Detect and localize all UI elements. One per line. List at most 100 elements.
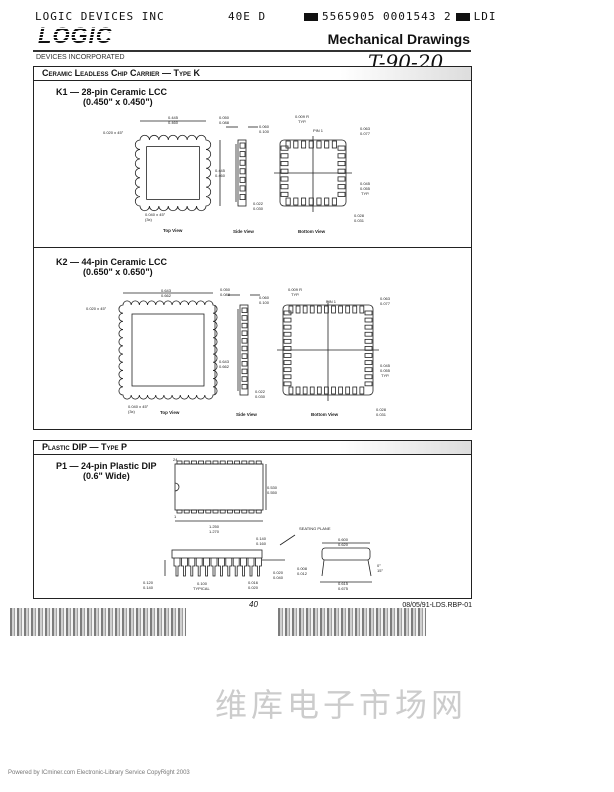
dimension-label: PIN 1 [313,128,324,133]
pad [301,140,307,149]
pin [212,460,219,465]
pin [234,509,241,514]
pad [331,305,336,314]
castellation [241,368,248,375]
watermark: 维库电子市场网 [215,686,468,724]
dimension-label: 0.088 [220,292,231,297]
section-plastic-dip: Plastic DIP — Type P P1 — 24-pin Plastic… [33,440,472,599]
pad [283,381,292,387]
dimension-label: 0.060 [259,295,270,300]
pad [309,386,315,395]
pad [283,331,292,337]
castellation [241,315,248,321]
dimension-label: 0.077 [360,131,371,136]
dimension-label: 0.030 [253,206,264,211]
pad [337,184,346,190]
pad [283,338,292,344]
dip-lead [225,558,233,577]
dimension-label: 0.050 [219,115,230,120]
dip-lead [195,558,203,577]
pad [280,184,289,190]
dip-lead [255,558,262,577]
dimension-label: (3x) [128,409,136,414]
ldi-code: LDI [473,10,497,23]
pad [309,305,315,314]
dimension-label: TYP. [381,373,389,378]
pad [283,353,292,358]
pad [316,305,322,314]
dimension-label: 1.250 [209,524,220,529]
section-title: Ceramic Leadless Chip Carrier — Type K [34,67,471,81]
dimension-label: Bottom View [311,412,339,417]
pad [337,153,346,159]
dimension-label: 0.445 [168,115,179,120]
pin [183,509,190,514]
scan-smear [278,608,426,636]
dimension-label: 0.550 [267,490,278,495]
pad [337,176,346,182]
pad [364,338,373,344]
pad [295,386,301,395]
dimension-label: 0.055 [360,186,371,191]
lcc-top-outline [134,134,212,212]
pin [241,460,248,465]
dimension-label: 0.031 [354,218,365,223]
castellation [241,353,248,359]
powered-by-footer: Powered by ICminer.com Electronic-Librar… [8,770,190,776]
dimension-label: 0.060 [259,124,270,129]
pad [280,153,289,159]
castellation [239,168,246,175]
pad [364,367,373,373]
dimension-label: 0.008 [297,566,308,571]
dimension-label: 0.445 [215,168,226,173]
dip-lead [232,558,240,577]
pin [190,509,197,514]
dimension-label: 0.031 [376,412,387,417]
castellation [239,151,246,158]
pad [295,305,301,314]
pad [316,197,322,206]
dimension-label: 0.100 [259,300,270,305]
dimension-label: 0.615 [338,581,349,586]
section-divider [34,247,471,248]
dimension-label: 24 [173,457,178,462]
pad [324,140,330,149]
page-title: Mechanical Drawings [327,31,470,47]
pin [234,460,241,465]
pin [219,509,226,514]
black-block-icon [455,13,470,21]
dimension-label: (3x) [145,217,153,222]
pin [198,460,205,465]
dimension-label: 0.030 [255,394,266,399]
dimension-label: 0.055 [380,368,391,373]
pad [316,140,322,149]
pin [176,509,183,514]
dimension-label: 15° [377,568,383,573]
pad [301,197,307,206]
pin [226,509,233,514]
black-block-icon [304,13,318,21]
header-rule [33,50,471,52]
pad [345,386,351,395]
lcc-side-outline [237,139,247,207]
dimension-label: 0.045 [380,363,391,368]
castellation [241,338,248,344]
barcode-number: 5565905 0001543 2 [322,10,452,23]
dimension-label: 0.620 [338,542,349,547]
dip-lead [210,558,218,577]
pad [283,310,292,316]
pin [205,460,212,465]
dimension-label: 0.045 [360,181,371,186]
castellation [239,176,246,183]
dip-lead [173,558,181,577]
dimension-label: 0.040 [273,575,284,580]
dimension-label: PIN 1 [326,299,337,304]
pad [280,161,289,167]
pin [198,509,205,514]
dimension-label: 0.020 x 45° [103,130,124,135]
dip-lead [188,558,196,577]
pad [331,386,336,395]
pad [283,374,292,380]
dimension-label: 0.020 [273,570,284,575]
